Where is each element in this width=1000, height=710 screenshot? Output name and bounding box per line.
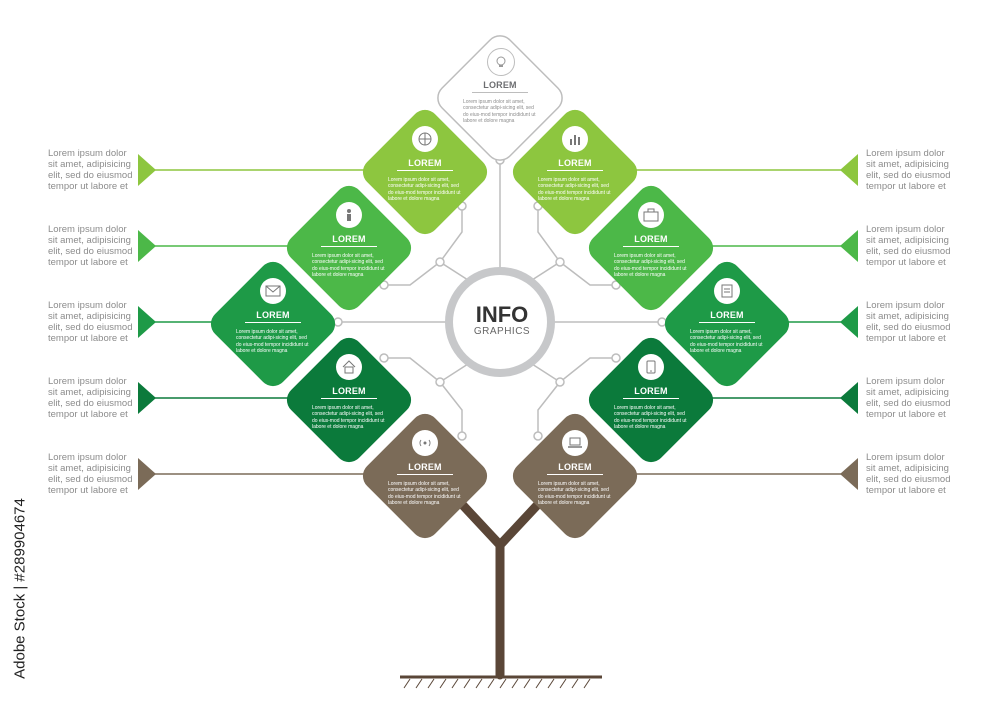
right-card-3-divider	[699, 322, 755, 323]
right-diamond-4	[588, 337, 714, 463]
document-icon	[714, 278, 740, 304]
smartphone-icon	[638, 354, 664, 380]
lightbulb-icon	[487, 48, 515, 76]
left-card-4-body: Lorem ipsum dolor sit amet, consectetur …	[312, 405, 385, 431]
right-card-1-title: LOREM	[558, 158, 592, 168]
left-card-3-divider	[245, 322, 301, 323]
left-card-5-body: Lorem ipsum dolor sit amet, consectetur …	[388, 481, 461, 507]
right-card-4-divider	[623, 398, 679, 399]
left-card-5-title: LOREM	[408, 462, 442, 472]
left-card-4-title: LOREM	[332, 386, 366, 396]
stock-id-text: Adobe Stock | #289904674	[11, 498, 29, 679]
right-card-3: LOREM Lorem ipsum dolor sit amet, consec…	[672, 278, 782, 355]
right-card-5-body: Lorem ipsum dolor sit amet, consectetur …	[538, 481, 611, 507]
top-card-title: LOREM	[483, 80, 517, 90]
left-diamond-2	[286, 185, 412, 311]
right-pointers	[610, 154, 858, 490]
left-text-4: Lorem ipsum dolor sit amet, adipisicing …	[48, 376, 133, 420]
right-diamond-2	[588, 185, 714, 311]
basketball-icon	[412, 126, 438, 152]
connector-lines	[338, 160, 662, 436]
left-card-5: LOREM Lorem ipsum dolor sit amet, consec…	[370, 430, 480, 507]
tree-trunk	[400, 495, 602, 689]
right-card-4-body: Lorem ipsum dolor sit amet, consectetur …	[614, 405, 687, 431]
right-card-4-title: LOREM	[634, 386, 668, 396]
right-card-2: LOREM Lorem ipsum dolor sit amet, consec…	[596, 202, 706, 279]
top-card-body: Lorem ipsum dolor sit amet, consectetur …	[463, 99, 536, 125]
left-pointers	[138, 154, 390, 490]
right-card-2-body: Lorem ipsum dolor sit amet, consectetur …	[614, 253, 687, 279]
left-diamond-5	[362, 413, 488, 539]
right-card-1-body: Lorem ipsum dolor sit amet, consectetur …	[538, 177, 611, 203]
center-title-sub: GRAPHICS	[473, 326, 531, 337]
center-title-main: INFO	[475, 302, 529, 327]
left-card-4: LOREM Lorem ipsum dolor sit amet, consec…	[294, 354, 404, 431]
left-card-2-title: LOREM	[332, 234, 366, 244]
left-card-3: LOREM Lorem ipsum dolor sit amet, consec…	[218, 278, 328, 355]
right-diamond-1	[512, 109, 638, 235]
right-text-2: Lorem ipsum dolor sit amet, adipisicing …	[866, 224, 951, 268]
left-text-1: Lorem ipsum dolor sit amet, adipisicing …	[48, 148, 133, 192]
right-text-1: Lorem ipsum dolor sit amet, adipisicing …	[866, 148, 951, 192]
laptop-icon	[562, 430, 588, 456]
right-diamond-5	[512, 413, 638, 539]
left-card-2-divider	[321, 246, 377, 247]
right-card-2-divider	[623, 246, 679, 247]
left-text-5: Lorem ipsum dolor sit amet, adipisicing …	[48, 452, 133, 496]
left-card-4-divider	[321, 398, 377, 399]
right-card-3-body: Lorem ipsum dolor sit amet, consectetur …	[690, 329, 763, 355]
right-diamond-3	[664, 261, 790, 387]
wifi-icon	[412, 430, 438, 456]
top-card: LOREM Lorem ipsum dolor sit amet, consec…	[445, 48, 555, 125]
right-card-2-title: LOREM	[634, 234, 668, 244]
envelope-icon	[260, 278, 286, 304]
briefcase-icon	[638, 202, 664, 228]
right-card-5-divider	[547, 474, 603, 475]
left-card-1: LOREM Lorem ipsum dolor sit amet, consec…	[370, 126, 480, 203]
right-card-1-divider	[547, 170, 603, 171]
right-card-1: LOREM Lorem ipsum dolor sit amet, consec…	[520, 126, 630, 203]
right-text-3: Lorem ipsum dolor sit amet, adipisicing …	[866, 300, 951, 344]
center-title: INFO GRAPHICS	[448, 304, 556, 338]
left-diamond-3	[210, 261, 336, 387]
left-card-1-title: LOREM	[408, 158, 442, 168]
right-card-3-title: LOREM	[710, 310, 744, 320]
left-text-2: Lorem ipsum dolor sit amet, adipisicing …	[48, 224, 133, 268]
right-text-4: Lorem ipsum dolor sit amet, adipisicing …	[866, 376, 951, 420]
right-card-5-title: LOREM	[558, 462, 592, 472]
stock-id-label: Adobe Stock | #289904674	[0, 470, 34, 710]
right-text-5: Lorem ipsum dolor sit amet, adipisicing …	[866, 452, 951, 496]
left-text-3: Lorem ipsum dolor sit amet, adipisicing …	[48, 300, 133, 344]
right-card-4: LOREM Lorem ipsum dolor sit amet, consec…	[596, 354, 706, 431]
left-card-1-body: Lorem ipsum dolor sit amet, consectetur …	[388, 177, 461, 203]
left-card-1-divider	[397, 170, 453, 171]
person-icon	[336, 202, 362, 228]
right-card-5: LOREM Lorem ipsum dolor sit amet, consec…	[520, 430, 630, 507]
left-diamond-1	[362, 109, 488, 235]
bar-chart-icon	[562, 126, 588, 152]
top-card-divider	[472, 92, 528, 93]
left-card-2-body: Lorem ipsum dolor sit amet, consectetur …	[312, 253, 385, 279]
house-icon	[336, 354, 362, 380]
left-card-5-divider	[397, 474, 453, 475]
left-card-2: LOREM Lorem ipsum dolor sit amet, consec…	[294, 202, 404, 279]
left-card-3-title: LOREM	[256, 310, 290, 320]
center-hub	[445, 267, 555, 377]
top-diamond	[437, 35, 563, 161]
left-diamond-4	[286, 337, 412, 463]
left-card-3-body: Lorem ipsum dolor sit amet, consectetur …	[236, 329, 309, 355]
